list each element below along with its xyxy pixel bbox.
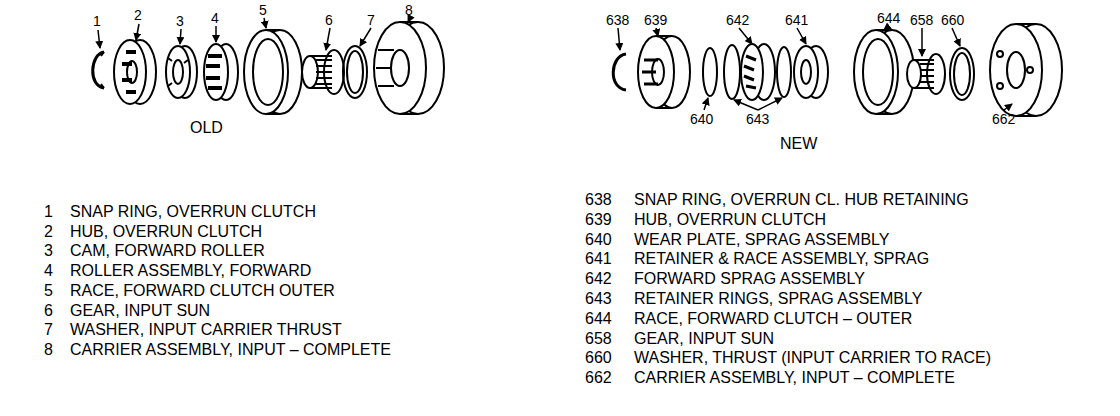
callout-number: 4: [211, 11, 219, 25]
part-number: 4: [44, 263, 53, 279]
callout-number: 5: [259, 3, 267, 17]
callout-number: 6: [325, 13, 333, 27]
callout-number: 1: [93, 14, 101, 28]
part-number: 640: [585, 232, 612, 248]
part-name: RETAINER RINGS, SPRAG ASSEMBLY: [634, 291, 922, 307]
part-number: 3: [44, 243, 53, 259]
part-number: 1: [44, 204, 53, 220]
callout-number: 2: [134, 8, 142, 22]
callout-number: 3: [176, 14, 184, 28]
group-heading: NEW: [780, 136, 817, 152]
callout-number: 641: [785, 13, 808, 27]
part-name: HUB, OVERRUN CLUTCH: [634, 212, 826, 228]
callout-number: 662: [992, 112, 1015, 126]
leader-lines: [98, 18, 410, 50]
part-number: 643: [585, 291, 612, 307]
part-name: WASHER, INPUT CARRIER THRUST: [70, 322, 342, 338]
part-number: 639: [585, 212, 612, 228]
callout-number: 644: [877, 11, 900, 25]
old-parts: [93, 22, 444, 114]
part-name: ROLLER ASSEMBLY, FORWARD: [70, 263, 311, 279]
group-heading: OLD: [190, 120, 223, 136]
part-name: CARRIER ASSEMBLY, INPUT – COMPLETE: [634, 370, 955, 386]
callout-number: 658: [910, 13, 933, 27]
part-name: WASHER, THRUST (INPUT CARRIER TO RACE): [634, 350, 991, 366]
part-number: 6: [44, 303, 53, 319]
part-name: HUB, OVERRUN CLUTCH: [70, 224, 262, 240]
part-name: WEAR PLATE, SPRAG ASSEMBLY: [634, 232, 889, 248]
part-name: SNAP RING, OVERRUN CL. HUB RETAINING: [634, 192, 969, 208]
part-number: 662: [585, 370, 612, 386]
part-number: 660: [585, 350, 612, 366]
part-name: CAM, FORWARD ROLLER: [70, 243, 265, 259]
part-name: RACE, FORWARD CLUTCH OUTER: [70, 283, 335, 299]
callout-number: 7: [367, 13, 375, 27]
callout-number: 642: [726, 13, 749, 27]
part-number: 7: [44, 322, 53, 338]
part-number: 658: [585, 331, 612, 347]
part-number: 2: [44, 224, 53, 240]
part-name: FORWARD SPRAG ASSEMBLY: [634, 271, 865, 287]
part-name: GEAR, INPUT SUN: [70, 303, 210, 319]
part-name: GEAR, INPUT SUN: [634, 331, 774, 347]
callout-number: 639: [644, 13, 667, 27]
part-number: 644: [585, 311, 612, 327]
part-number: 8: [44, 342, 53, 358]
callout-number: 8: [405, 3, 413, 17]
callout-number: 660: [941, 13, 964, 27]
part-number: 641: [585, 251, 612, 267]
part-number: 638: [585, 192, 612, 208]
part-name: RETAINER & RACE ASSEMBLY, SPRAG: [634, 251, 929, 267]
part-name: RACE, FORWARD CLUTCH – OUTER: [634, 311, 912, 327]
new-parts: [613, 24, 1062, 116]
part-name: CARRIER ASSEMBLY, INPUT – COMPLETE: [70, 342, 391, 358]
leader-lines: [618, 26, 1012, 110]
part-name: SNAP RING, OVERRUN CLUTCH: [70, 204, 316, 220]
callout-number: 640: [690, 112, 713, 126]
callout-number: 643: [746, 112, 769, 126]
part-number: 642: [585, 271, 612, 287]
callout-number: 638: [606, 13, 629, 27]
part-number: 5: [44, 283, 53, 299]
